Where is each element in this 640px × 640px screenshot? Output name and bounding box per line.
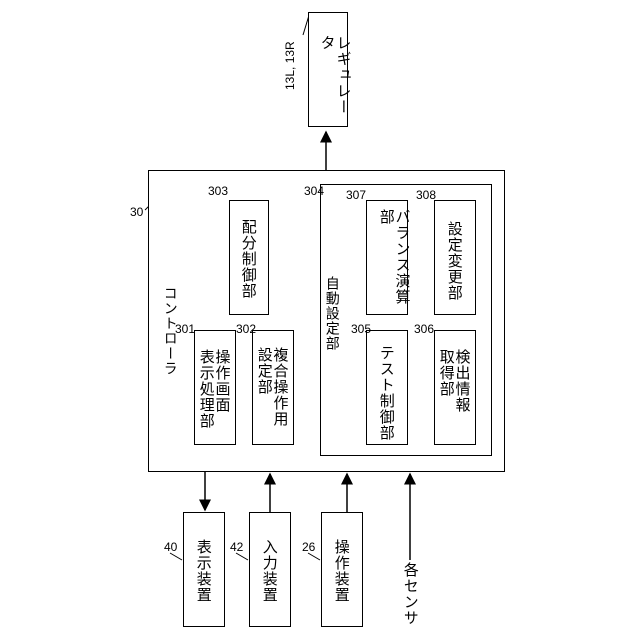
input-device-box: 入力装置 (249, 512, 291, 627)
ref-leader-26 (308, 553, 320, 560)
display-device-box: 表示装置 (183, 512, 225, 627)
operation-display-line2: 表示処理部 (198, 349, 216, 429)
operation-display-line1: 操作画面 (214, 349, 232, 413)
operation-device-ref: 26 (302, 540, 315, 554)
operation-display-label: 操作画面 表示処理部 (198, 349, 230, 429)
detection-acquire-line2: 取得部 (438, 349, 456, 397)
balance-calc-label: バランス演算部 (378, 209, 410, 314)
controller-ref: 30 (130, 205, 143, 219)
composite-setting-line2: 設定部 (256, 347, 274, 395)
test-control-label: テスト制御部 (378, 345, 394, 441)
display-device-ref: 40 (164, 540, 177, 554)
detection-acquire-label: 検出情報 取得部 (438, 349, 470, 413)
detection-acquire-box: 検出情報 取得部 (434, 330, 476, 445)
setting-change-label: 設定変更部 (446, 221, 462, 301)
operation-device-box: 操作装置 (321, 512, 363, 627)
balance-calc-box: バランス演算部 (366, 200, 408, 315)
display-device-label: 表示装置 (195, 539, 211, 603)
sensors-label: 各センサ (402, 562, 418, 626)
operation-device-label: 操作装置 (333, 539, 349, 603)
distribution-control-ref: 303 (208, 184, 228, 198)
test-control-box: テスト制御部 (366, 330, 408, 445)
distribution-control-box: 配分制御部 (229, 200, 269, 315)
operation-display-ref: 301 (175, 322, 195, 336)
ref-leader-42 (236, 553, 248, 560)
setting-change-box: 設定変更部 (434, 200, 476, 315)
ref-leader-40 (170, 553, 182, 560)
composite-setting-ref: 302 (236, 322, 256, 336)
regulator-box: レギュレータ (308, 12, 348, 127)
setting-change-ref: 308 (416, 188, 436, 202)
detection-acquire-ref: 306 (414, 322, 434, 336)
regulator-ref: 13L, 13R (283, 41, 297, 90)
composite-setting-line1: 複合操作用 (272, 347, 290, 427)
composite-setting-box: 複合操作用 設定部 (252, 330, 294, 445)
input-device-ref: 42 (230, 540, 243, 554)
distribution-control-label: 配分制御部 (240, 219, 256, 299)
operation-display-box: 操作画面 表示処理部 (194, 330, 236, 445)
balance-calc-ref: 307 (346, 188, 366, 202)
input-device-label: 入力装置 (261, 539, 277, 603)
auto-setting-ref: 304 (304, 184, 324, 198)
regulator-label: レギュレータ (319, 35, 351, 126)
detection-acquire-line1: 検出情報 (454, 349, 472, 413)
test-control-ref: 305 (351, 322, 371, 336)
auto-setting-label: 自動設定部 (324, 276, 339, 351)
composite-setting-label: 複合操作用 設定部 (256, 347, 288, 427)
